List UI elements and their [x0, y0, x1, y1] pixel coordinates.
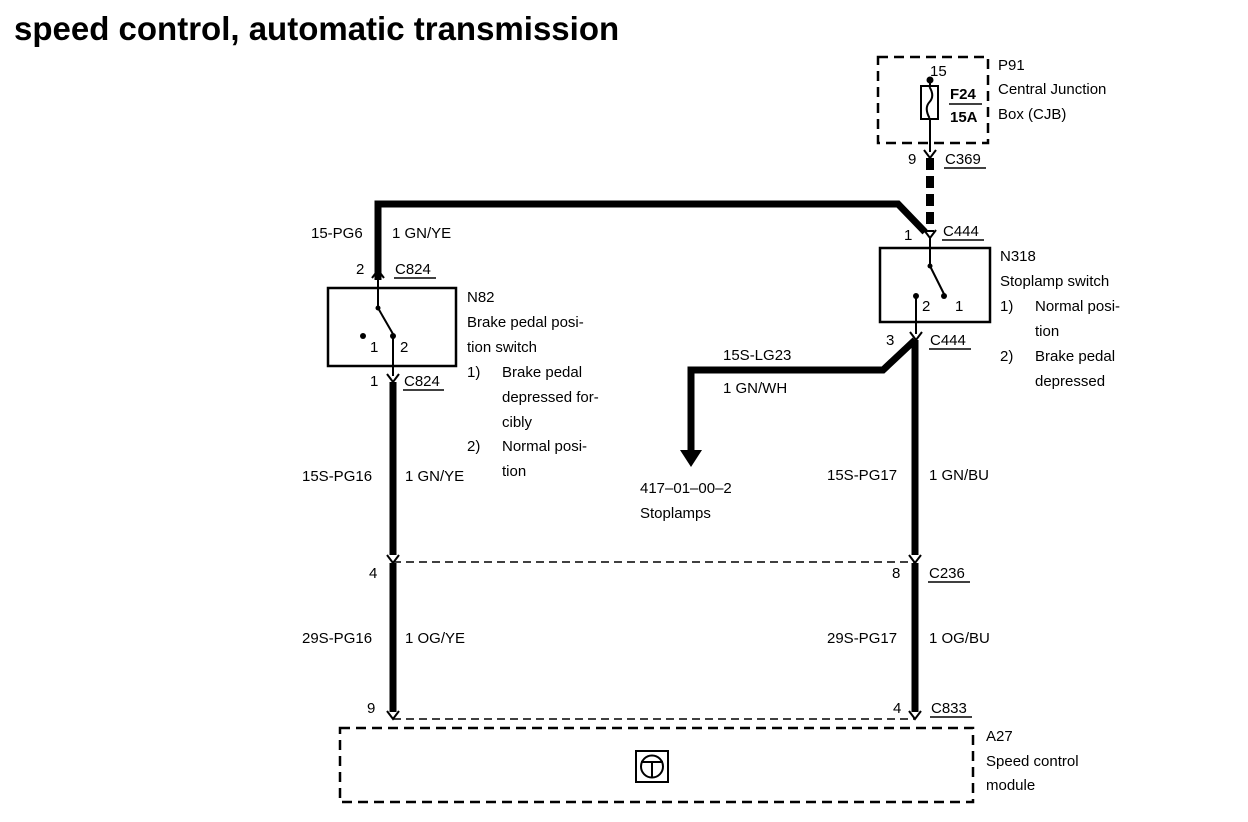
cjb-name-line2: Box (CJB) [998, 106, 1066, 123]
module-name-line2: module [986, 777, 1035, 794]
n318-name: Stoplamp switch [1000, 273, 1109, 290]
n318-ref: N318 [1000, 248, 1036, 265]
n82-name-line2: tion switch [467, 339, 537, 356]
page-title: speed control, automatic transmission [14, 10, 619, 47]
n318-bottom-pin: 3 [886, 332, 894, 349]
stoplamps-arrow-icon [680, 450, 702, 467]
speed-control-module-box [338, 726, 975, 804]
stoplamps-ref: 417–01–00–2 [640, 480, 732, 497]
module-name-line1: Speed control [986, 753, 1079, 770]
wire-top-spec: 1 GN/YE [392, 225, 451, 242]
n82-note1-num: 1) [467, 364, 480, 381]
module-ref: A27 [986, 728, 1013, 745]
steering-wheel-icon [635, 750, 669, 783]
n82-note2-num: 2) [467, 438, 480, 455]
n82-note2-line1: Normal posi- [502, 438, 587, 455]
wire-15-PG6 [374, 200, 928, 280]
wire-left-lower-spec: 1 OG/YE [405, 630, 465, 647]
n318-top-connector: C444 [943, 223, 979, 240]
n82-name-line1: Brake pedal posi- [467, 314, 584, 331]
n318-contact-2: 2 [922, 298, 930, 315]
n318-note2-line1: Brake pedal [1035, 348, 1115, 365]
wire-15S-LG23 [687, 337, 918, 452]
fuse-id: F24 [950, 86, 977, 103]
wire-left-lower-circuit: 29S-PG16 [302, 630, 372, 647]
stoplamp-switch-box [878, 246, 992, 324]
c236-right-pin: 8 [892, 565, 900, 582]
n318-note2-num: 2) [1000, 348, 1013, 365]
n82-bottom-pin: 1 [370, 373, 378, 390]
wire-right-lower-circuit: 29S-PG17 [827, 630, 897, 647]
n82-note1-line3: cibly [502, 414, 533, 431]
n82-top-pin: 2 [356, 261, 364, 278]
n318-note2-line2: depressed [1035, 373, 1105, 390]
n82-ref: N82 [467, 289, 495, 306]
n82-contact-2: 2 [400, 339, 408, 356]
c833-left-pin: 9 [367, 700, 375, 717]
n318-bottom-connector: C444 [930, 332, 966, 349]
wire-top-circuit: 15-PG6 [311, 225, 363, 242]
n82-contact-1: 1 [370, 339, 378, 356]
n318-top-pin: 1 [904, 227, 912, 244]
wire-right-lower-spec: 1 OG/BU [929, 630, 990, 647]
c833-label: C833 [931, 700, 967, 717]
wire-right-upper-circuit: 15S-PG17 [827, 467, 897, 484]
n318-contact-1: 1 [955, 298, 963, 315]
wire-feed-circuit: 15S-LG23 [723, 347, 791, 364]
stoplamp-switch-contact-icon [929, 265, 945, 295]
cjb-ref: P91 [998, 57, 1025, 74]
fuse-pin: 15 [930, 63, 947, 80]
c369-pin: 9 [908, 151, 916, 168]
c236-label: C236 [929, 565, 965, 582]
c369-label: C369 [945, 151, 981, 168]
n82-note1-line1: Brake pedal [502, 364, 582, 381]
wire-left-upper-circuit: 15S-PG16 [302, 468, 372, 485]
c833-right-pin: 4 [893, 700, 901, 717]
c236-left-pin: 4 [369, 565, 377, 582]
wire-right-upper-spec: 1 GN/BU [929, 467, 989, 484]
n318-note1-num: 1) [1000, 298, 1013, 315]
n82-note1-line2: depressed for- [502, 389, 599, 406]
wire-left-upper-spec: 1 GN/YE [405, 468, 464, 485]
n82-note2-line2: tion [502, 463, 526, 480]
n318-note1-line2: tion [1035, 323, 1059, 340]
n82-bottom-connector: C824 [404, 373, 440, 390]
cjb-name-line1: Central Junction [998, 81, 1106, 98]
fuse-rating: 15A [950, 109, 978, 126]
wire-feed-spec: 1 GN/WH [723, 380, 787, 397]
brake-switch-contact-icon [377, 307, 394, 335]
n318-note1-line1: Normal posi- [1035, 298, 1120, 315]
n82-top-connector: C824 [395, 261, 431, 278]
cjb-box [876, 55, 990, 145]
stoplamps-name: Stoplamps [640, 505, 711, 522]
